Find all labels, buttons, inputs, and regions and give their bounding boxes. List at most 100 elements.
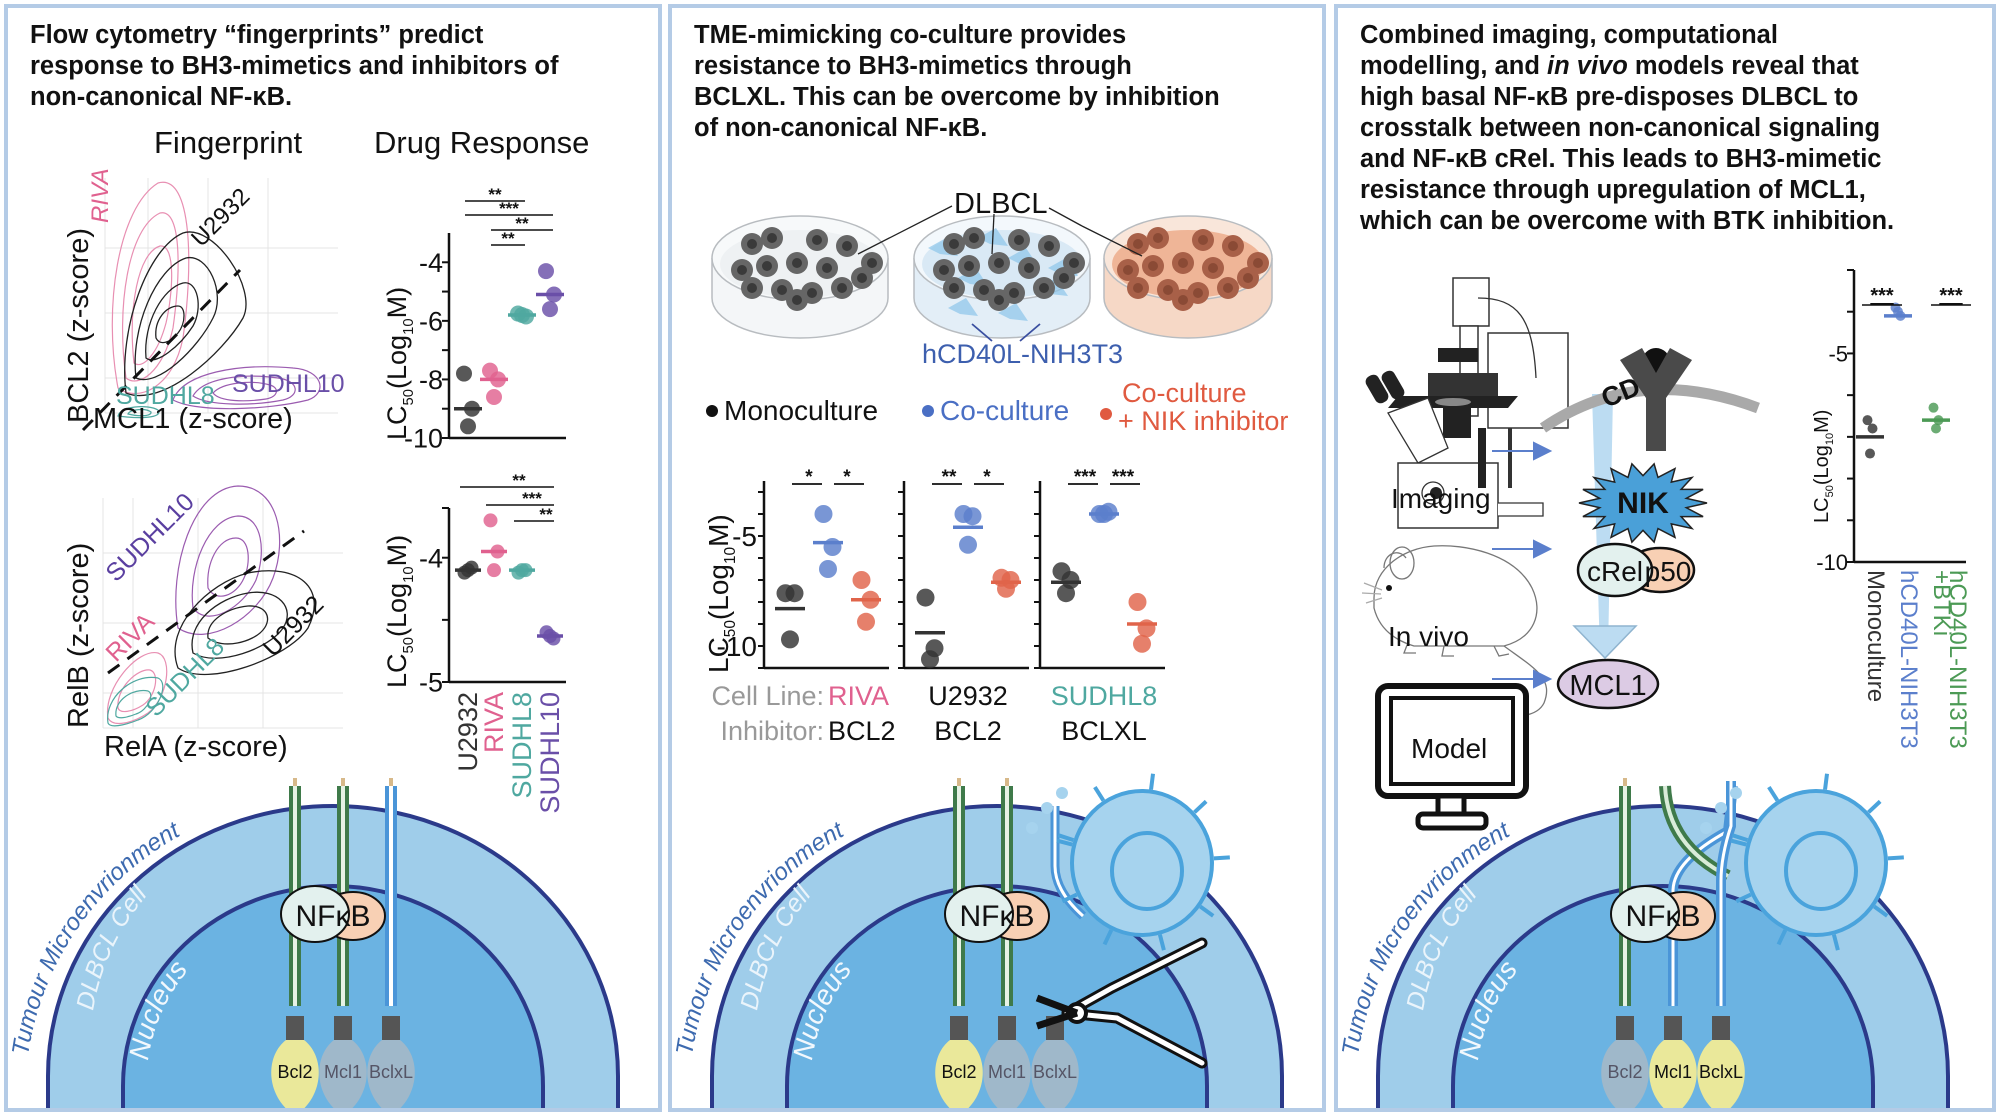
significance-label: ** [515, 214, 529, 233]
label-sudhl10: SUDHL10 [100, 488, 199, 587]
monitor-icon [1375, 683, 1529, 831]
cell-nucleus [747, 283, 757, 293]
significance-label: ** [942, 467, 957, 488]
legend-swatch-nik [1100, 408, 1112, 420]
u2932-contours [174, 570, 315, 676]
bulb-mcl1: Mcl1 [983, 1016, 1031, 1108]
headline-line: and NF-κB cRel. This leads to BH3-mimeti… [1360, 145, 1882, 173]
label-u2932: U2932 [257, 590, 329, 662]
bulb-bclxl: BclxL [367, 1016, 415, 1108]
headline-line: of non-canonical NF-κB. [694, 114, 988, 142]
panel-3-figure: Imaging In vivo Model [1338, 269, 1971, 1108]
bulb-screw-base [950, 1016, 968, 1040]
contour-plot-bcl2-mcl1: RIVA U2932 SUDHL8 SUDHL10 MCL1 (z-score)… [63, 168, 345, 435]
bulb-screw-base [1616, 1016, 1634, 1040]
dish-coculture [913, 215, 1091, 339]
data-point [456, 365, 472, 382]
data-point [487, 563, 501, 578]
nfkb-rela-shape [944, 885, 1014, 943]
y-axis-label: LC50(Log10M) [1811, 410, 1836, 523]
y-tick-label: -10 [1816, 550, 1848, 575]
significance-label: *** [1074, 467, 1097, 488]
data-point [852, 571, 871, 589]
data-point [1128, 593, 1147, 611]
fibroblast [998, 303, 1028, 321]
label-sudhl10: SUDHL10 [232, 370, 345, 398]
legend: Monoculture Co-culture Co-culture + NIK … [706, 378, 1288, 436]
data-point [785, 584, 804, 603]
data-point [963, 507, 982, 526]
cell-line-label: RIVA [828, 681, 889, 711]
unlit-bulb-icon [319, 1040, 367, 1108]
cell-nucleus [812, 235, 822, 245]
contour-plot-relb-rela: SUDHL10 RIVA SUDHL8 U2932 RelA (z-score)… [63, 485, 343, 763]
dlbcl-cells [933, 227, 1085, 311]
bulb-bcl2: Bcl2 [1601, 1016, 1649, 1108]
bulb-label: Bcl2 [941, 1062, 976, 1082]
cell-line-label: U2932 [928, 681, 1008, 711]
significance-label: *** [522, 489, 542, 508]
significance-label: ** [501, 229, 515, 248]
cell-nucleus [1208, 263, 1218, 273]
cell-nucleus [1123, 265, 1133, 275]
signaling-pathway: CD40 NIK cRel p50 MCL1 [1539, 348, 1760, 710]
bulb-bcl2: Bcl2 [271, 1016, 319, 1108]
data-point [781, 630, 799, 649]
y-tick-label: -10 [717, 631, 757, 662]
cytokine-dot [1715, 802, 1727, 814]
dish-monoculture [711, 215, 889, 339]
data-point [460, 418, 476, 435]
bulb-label: Mcl1 [988, 1062, 1026, 1082]
bulb-screw-base [1664, 1016, 1682, 1040]
x-category-label: RIVA [479, 692, 509, 753]
cell-nucleus [1039, 283, 1049, 293]
bulb-label: Mcl1 [1654, 1062, 1692, 1082]
sudhl10-contours [172, 366, 321, 410]
petri-dishes: DLBCL hCD40L-NIH3T3 [711, 188, 1273, 369]
legend-nik-line2: + NIK inhibitor [1118, 406, 1288, 436]
cell-line-row-label: Cell Line: [711, 681, 824, 711]
y-tick-label: -5 [1828, 341, 1848, 366]
data-point [1137, 619, 1156, 638]
inhibitor-row-label: Inhibitor: [720, 716, 824, 746]
data-point [959, 535, 977, 554]
blue-wire [1716, 781, 1736, 1006]
nfkb-label: NFκB [959, 900, 1034, 933]
cell-nucleus [1024, 263, 1034, 273]
significance-label: ** [488, 185, 502, 204]
dlbcl-leader-lines [857, 205, 1143, 257]
label-sudhl8: SUDHL8 [116, 382, 215, 410]
dlbcl-cells [1117, 227, 1269, 311]
method-label-imaging: Imaging [1391, 483, 1491, 514]
microenvironment-cell-icon [1700, 773, 1904, 951]
significance-label: * [843, 467, 851, 488]
headline-line: modelling, and in vivo models reveal tha… [1360, 52, 1859, 80]
unlit-bulb-icon [367, 1040, 415, 1108]
data-point [1928, 402, 1939, 413]
lit-bulb-icon [1697, 1040, 1745, 1108]
separator-dashed-line [81, 268, 242, 432]
cell-nucleus [792, 258, 802, 268]
blue-wire [385, 778, 397, 1006]
riva-contours [106, 652, 168, 725]
panel-fingerprints: Flow cytometry “fingerprints” predict re… [4, 4, 662, 1112]
cell-nucleus [1178, 295, 1188, 305]
cell-nucleus [867, 258, 877, 268]
headline-line: Combined imaging, computational [1360, 21, 1778, 49]
bulb-screw-base [334, 1016, 352, 1040]
y-tick-label: -6 [419, 307, 443, 337]
bulb-label: BclxL [1699, 1062, 1743, 1082]
panel-1-figure: Fingerprint Drug Response [8, 125, 620, 1108]
x-category-label: Monoculture [1862, 570, 1889, 702]
cell-nucleus [1253, 258, 1263, 268]
unlit-bulb-icon [983, 1040, 1031, 1108]
bulb-screw-base [382, 1016, 400, 1040]
y-axis-label: LC50(Log10M) [703, 514, 739, 673]
cell-nucleus [777, 285, 787, 295]
cell-nucleus [792, 295, 802, 305]
